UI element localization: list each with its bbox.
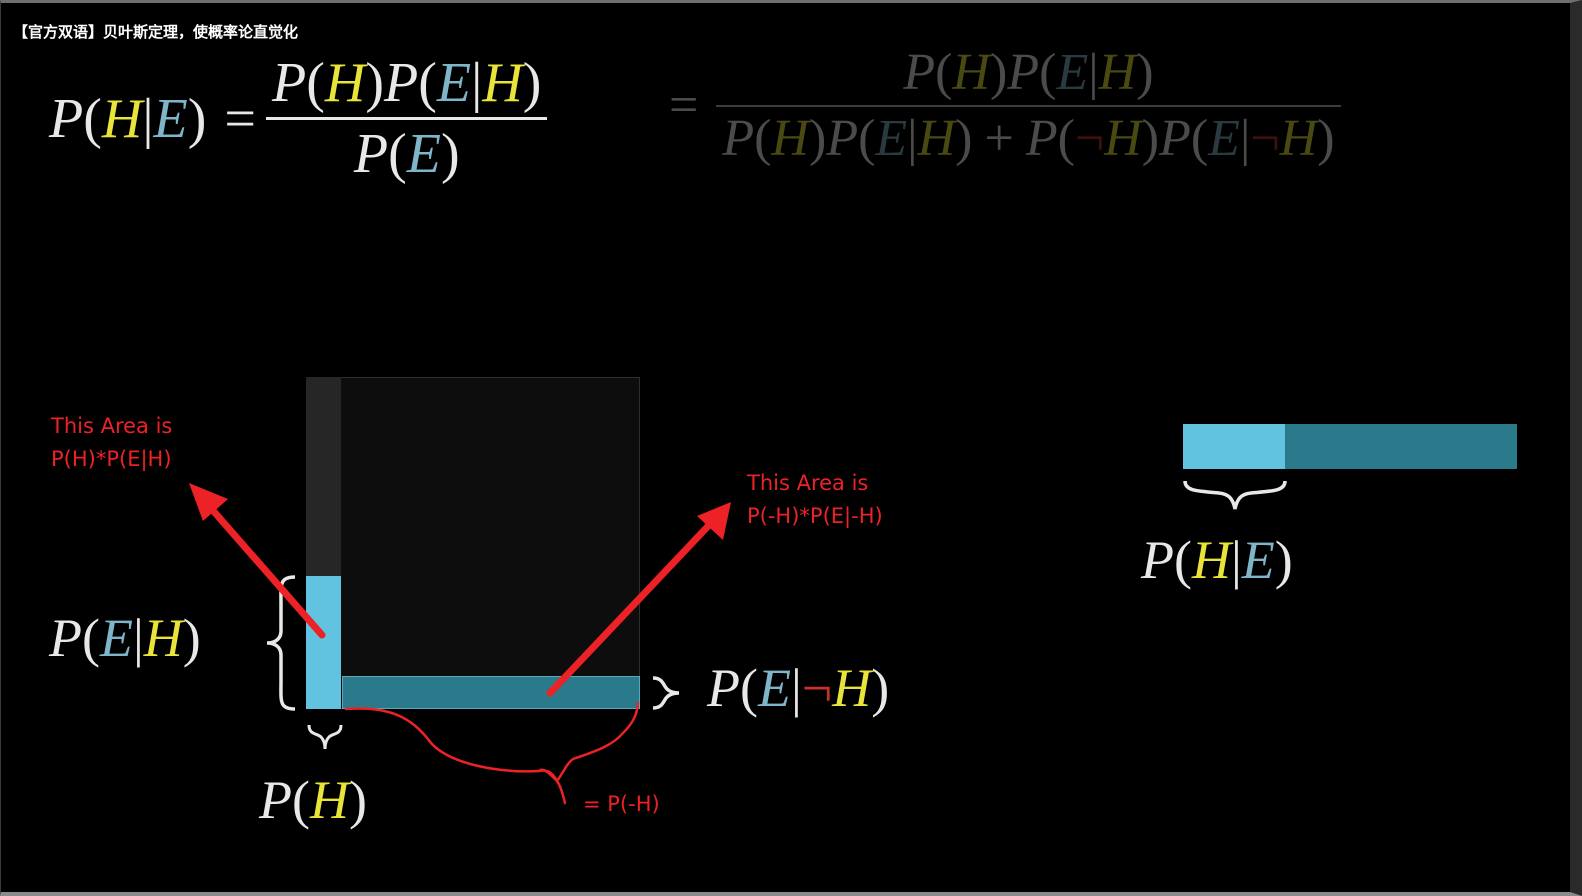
posterior-term: P(H|E) — [49, 87, 207, 150]
brace-p-h — [307, 724, 343, 750]
arrow-right-head — [697, 502, 731, 540]
expanded-denominator: P(H)P(E|H)+P(¬H)P(E|¬H) — [722, 110, 1335, 167]
brace-p-e-given-not-h — [652, 676, 680, 710]
annotation-bottom: = P(-H) — [583, 792, 660, 816]
expanded-fraction-bar — [716, 105, 1341, 107]
annotation-left-line1: This Area is — [51, 414, 173, 438]
label-p-e-given-not-h: P(E|¬H) — [707, 658, 890, 718]
annotation-right: This Area is P(-H)*P(E|-H) — [747, 467, 883, 532]
fraction-denominator: P(E) — [353, 123, 460, 185]
fraction-numerator: P(H)P(E|H) — [272, 52, 542, 114]
bottom-brace-scribble — [344, 701, 640, 805]
label-posterior: P(H|E) — [1141, 530, 1293, 590]
bayes-formula: P(H|E) = P(H)P(E|H) P(E) — [49, 52, 548, 185]
expanded-fraction: P(H)P(E|H) P(H)P(E|H)+P(¬H)P(E|¬H) — [716, 44, 1341, 167]
equals-sign: = — [224, 87, 257, 150]
posterior-bar-light-segment — [1183, 424, 1285, 469]
label-p-h: P(H) — [259, 770, 367, 830]
expanded-formula: = P(H)P(E|H) P(H)P(E|H)+P(¬H)P(E|¬H) — [669, 47, 1341, 165]
faded-equals-sign: = — [669, 77, 699, 134]
h-and-e-region — [306, 576, 341, 709]
bottom-brace-path — [307, 724, 343, 750]
posterior-brace-path — [1183, 480, 1287, 510]
bayes-fraction: P(H)P(E|H) P(E) — [266, 52, 548, 185]
not-h-and-e-region — [342, 676, 640, 709]
annotation-right-line2: P(-H)*P(E|-H) — [747, 503, 883, 528]
posterior-bar — [1183, 424, 1517, 469]
annotation-left: This Area is P(H)*P(E|H) — [51, 410, 172, 475]
expanded-numerator: P(H)P(E|H) — [903, 44, 1154, 101]
video-title: 【官方双语】贝叶斯定理，使概率论直觉化 — [13, 23, 299, 41]
brace-posterior — [1183, 480, 1287, 510]
fraction-bar — [266, 117, 548, 120]
annotation-drawings — [189, 483, 731, 805]
annotation-right-line1: This Area is — [747, 471, 869, 495]
right-brace-path — [652, 676, 680, 710]
arrow-left-shaft — [205, 502, 326, 639]
arrow-right-shaft — [546, 518, 716, 697]
annotation-left-line2: P(H)*P(E|H) — [51, 446, 172, 471]
arrow-left-head — [189, 483, 228, 521]
label-p-e-given-h: P(E|H) — [49, 608, 201, 668]
